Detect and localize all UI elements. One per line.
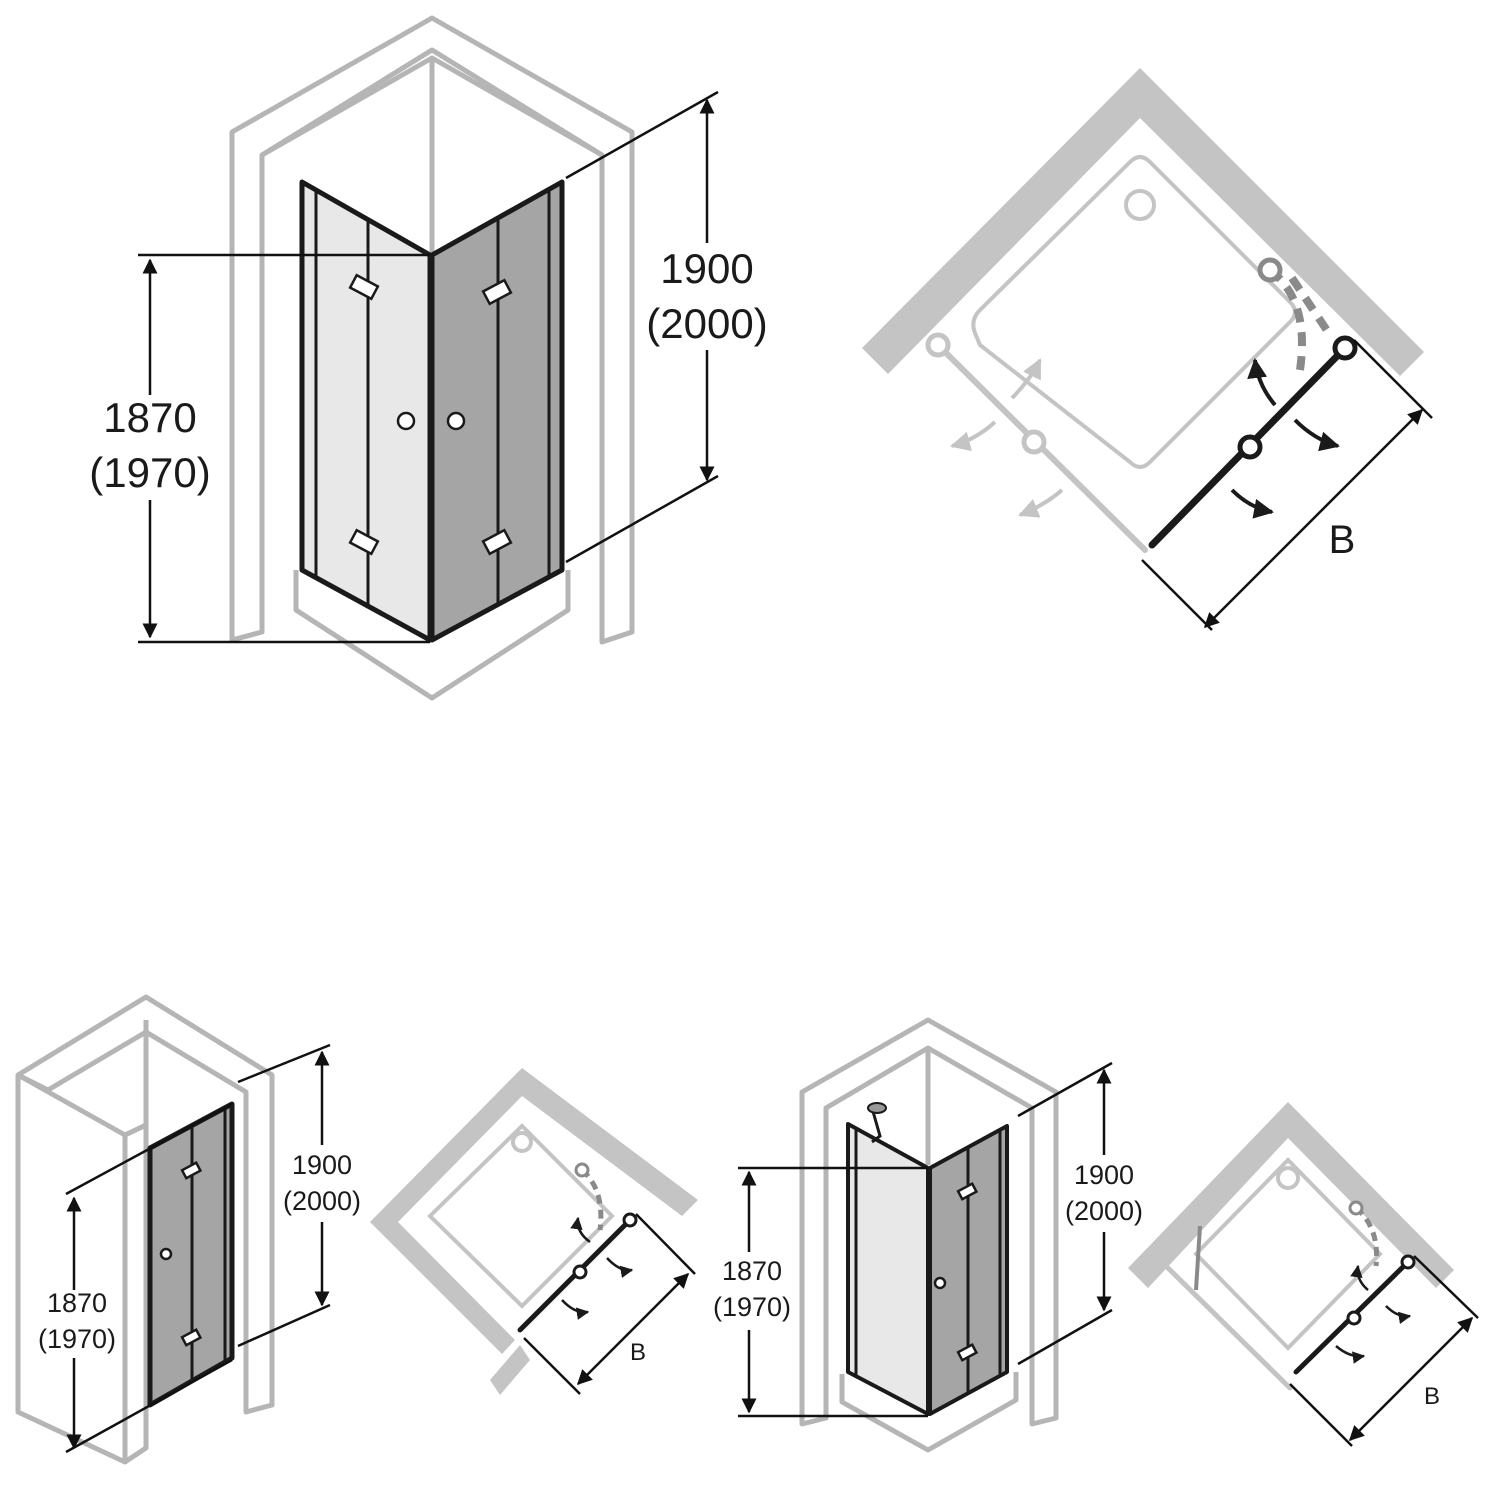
- plan-wall-stub: [490, 1345, 530, 1395]
- hinge-icon: [481, 528, 513, 556]
- dim-extension: [237, 1303, 331, 1348]
- swing-arrow-icon: [1230, 488, 1274, 519]
- dim-extension: [1017, 1061, 1113, 1118]
- dim-extension: [1289, 1383, 1353, 1447]
- hinge-icon: [481, 278, 513, 306]
- door-knob-icon: [396, 411, 416, 431]
- hinge-icon: [348, 273, 380, 301]
- dim-extension: [565, 90, 719, 180]
- width-dimension-line: [576, 1272, 690, 1386]
- pivot-icon: [1348, 1200, 1364, 1216]
- outer-height-alt-label: (2000): [1065, 1196, 1143, 1226]
- pivot-icon: [1237, 434, 1263, 460]
- inner-height-alt-label: (1970): [89, 449, 210, 496]
- pivot-icon: [572, 1264, 588, 1280]
- inner-height-label: 1870: [722, 1256, 782, 1286]
- swing-arrow-icon: [570, 1216, 591, 1244]
- wall-mount-icon: [867, 1102, 887, 1114]
- outer-height-alt-label: (2000): [283, 1186, 361, 1216]
- left-glass-panel: [302, 182, 430, 640]
- width-label: B: [1424, 1383, 1440, 1410]
- fixed-panel: [1163, 1263, 1293, 1391]
- swing-arrow-icon: [561, 1299, 590, 1320]
- door-knob-icon: [933, 1276, 947, 1290]
- door-frame: [928, 1124, 1009, 1416]
- bottom-right-plan-view: B: [1128, 1102, 1479, 1447]
- width-dimension-line: [1203, 408, 1424, 629]
- folded-position: [1288, 275, 1334, 338]
- pivot-icon: [574, 1162, 590, 1178]
- swing-arrow-icon: [950, 420, 997, 452]
- stabilizer-bar: [870, 1107, 882, 1144]
- pivot-icon: [622, 1212, 638, 1228]
- width-label: B: [630, 1339, 646, 1366]
- bottom-left-isometric-view: 1870 (1970) 1900 (2000): [15, 994, 361, 1465]
- pivot-icon: [1021, 429, 1047, 455]
- dim-extension: [565, 474, 719, 564]
- drain-icon: [511, 1131, 533, 1153]
- fixed-glass-panel: [848, 1124, 928, 1414]
- width-dimension-line: [1348, 1316, 1474, 1442]
- niche-walls: [15, 994, 275, 1415]
- door-knob-icon: [446, 411, 466, 431]
- hinge-icon: [180, 1161, 203, 1180]
- plan-walls: [862, 68, 1424, 376]
- swing-arrow-icon: [1010, 358, 1042, 400]
- plan-tray: [1193, 1157, 1383, 1351]
- outer-height-label: 1900: [660, 245, 753, 292]
- door-knob-icon: [159, 1247, 173, 1261]
- outer-height-alt-label: (2000): [646, 300, 767, 347]
- dim-extension: [1141, 559, 1213, 631]
- dim-extension: [1353, 339, 1433, 419]
- swing-arrow-icon: [606, 1257, 634, 1279]
- inner-height-alt-label: (1970): [713, 1292, 791, 1322]
- width-label: B: [1329, 518, 1356, 562]
- swing-arrow-icon: [1018, 488, 1064, 518]
- pivot-icon: [1332, 335, 1358, 361]
- top-plan-view: B: [862, 68, 1433, 631]
- plan-walls: [1128, 1102, 1454, 1288]
- dim-extension: [1017, 1308, 1113, 1366]
- shower-tray: [293, 570, 571, 701]
- swing-arrow-icon: [1350, 1264, 1369, 1291]
- dim-extension: [523, 1337, 581, 1395]
- outer-height-label: 1900: [1074, 1160, 1134, 1190]
- stabilizer-bar: [1194, 1225, 1202, 1291]
- inner-height-label: 1870: [47, 1288, 107, 1318]
- pivot-icon: [1346, 1310, 1362, 1326]
- hinge-icon: [180, 1328, 203, 1347]
- pivot-icon: [925, 332, 951, 358]
- drain-icon: [1124, 189, 1156, 221]
- folded-position: [580, 1168, 604, 1231]
- plan-tray: [427, 1123, 615, 1309]
- dim-extension: [65, 1358, 233, 1454]
- shower-tray: [839, 1372, 1019, 1453]
- swing-arrow-icon: [1385, 1305, 1412, 1325]
- hinge-icon: [956, 1343, 979, 1362]
- inner-height-label: 1870: [103, 394, 196, 441]
- right-door-frame: [429, 179, 565, 643]
- dim-extension: [635, 1213, 696, 1275]
- hinge-icon: [348, 528, 380, 556]
- outer-height-label: 1900: [292, 1150, 352, 1180]
- wall-top-edge: [260, 47, 604, 158]
- niche-left-wall: [15, 1072, 128, 1465]
- swing-arrow-icon: [1293, 418, 1340, 452]
- bottom-left-plan-view: B: [370, 1068, 698, 1395]
- plan-walls: [370, 1068, 698, 1354]
- hinge-icon: [956, 1182, 979, 1201]
- pivot-icon: [1257, 257, 1283, 283]
- top-isometric-view: 1870 (1970) 1900 (2000): [89, 15, 768, 701]
- pivot-icon: [1400, 1254, 1416, 1270]
- inner-height-alt-label: (1970): [38, 1324, 116, 1354]
- drain-icon: [1276, 1166, 1300, 1190]
- niche-edge: [123, 1122, 149, 1465]
- dim-extension: [65, 1102, 233, 1196]
- swing-arrow-icon: [1247, 358, 1277, 407]
- swing-arrow-icon: [1335, 1345, 1366, 1364]
- bottom-right-isometric-view: 1870 (1970) 1900 (2000): [713, 1017, 1143, 1453]
- dim-extension: [1413, 1255, 1479, 1319]
- plan-tray: [971, 155, 1297, 469]
